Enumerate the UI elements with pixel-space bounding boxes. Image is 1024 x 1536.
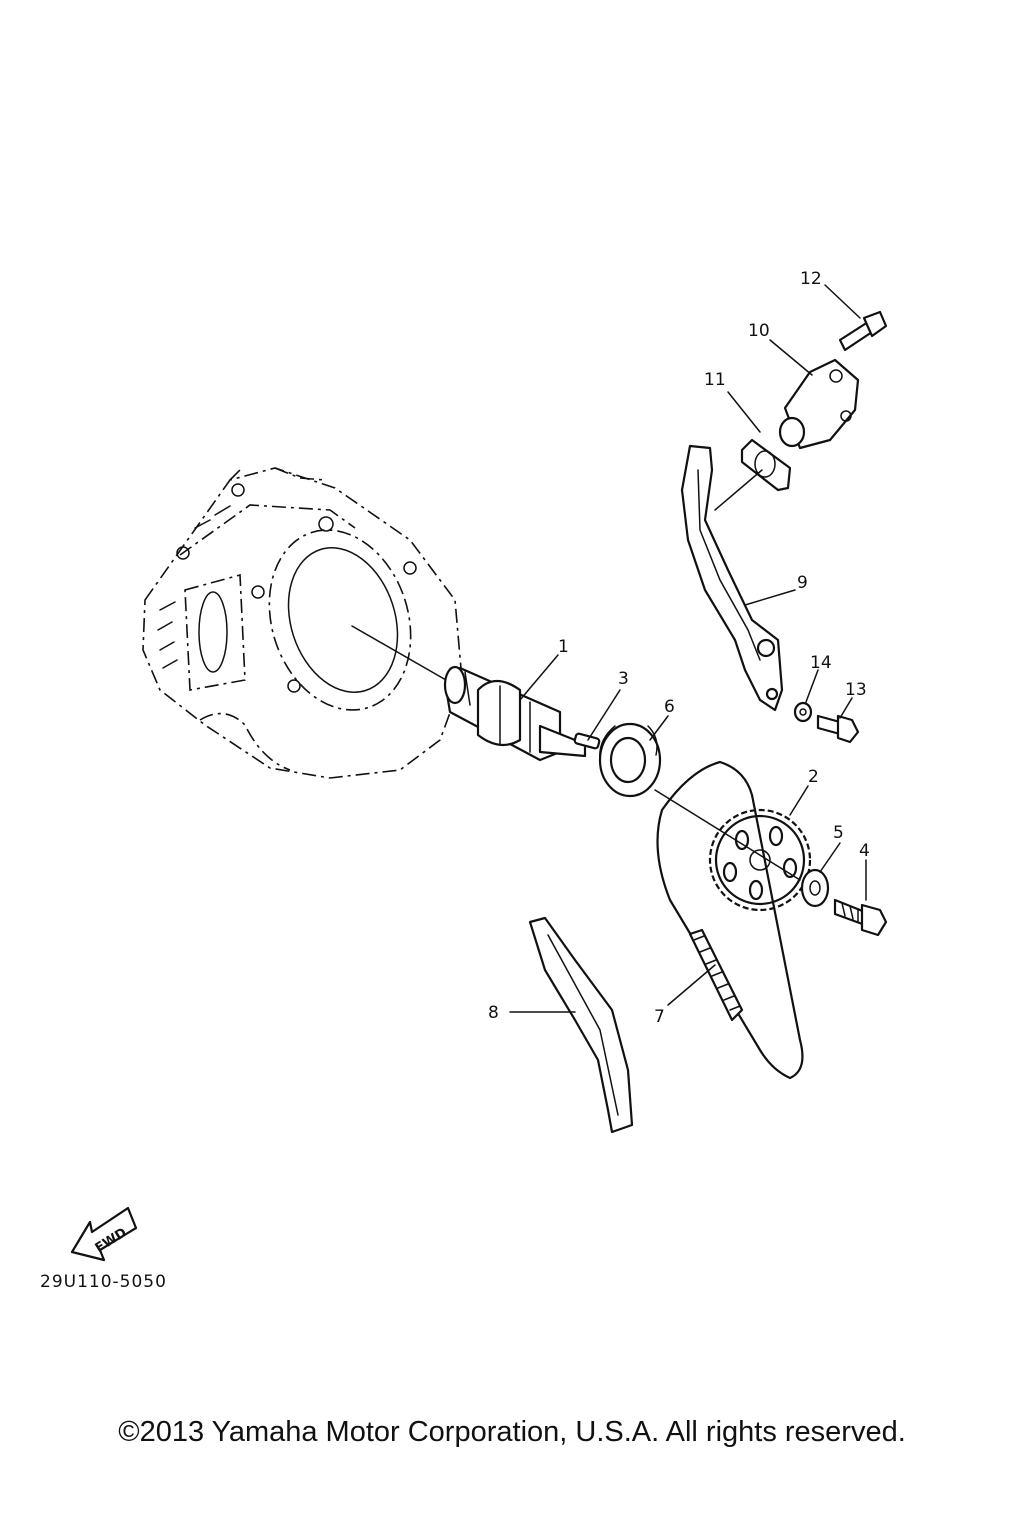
callout-10: 10 — [748, 321, 770, 341]
guide-washer — [793, 701, 813, 723]
callout-7: 7 — [654, 1007, 665, 1027]
cam-sprocket — [708, 808, 812, 912]
copyright-notice: ©2013 Yamaha Motor Corporation, U.S.A. A… — [118, 1416, 906, 1448]
diagram-code: 29U110-5050 — [40, 1272, 167, 1292]
callout-12: 12 — [800, 269, 822, 289]
callout-1: 1 — [558, 637, 569, 657]
callout-8: 8 — [488, 1003, 499, 1023]
timing-chain-detail — [688, 928, 744, 1022]
dowel-pin — [573, 732, 601, 750]
callout-4: 4 — [859, 841, 870, 861]
callout-11: 11 — [704, 370, 726, 390]
callout-9: 9 — [797, 573, 808, 593]
decompressor-ring — [598, 722, 662, 798]
callout-6: 6 — [664, 697, 675, 717]
guide-bolt — [816, 714, 860, 744]
cam-chain-tensioner — [778, 358, 860, 450]
tensioner-bolt — [838, 310, 888, 352]
camshaft — [443, 665, 587, 762]
cylinder-head-outline — [142, 467, 463, 779]
sprocket-bolt — [833, 898, 888, 937]
sprocket-axis-line — [654, 789, 801, 881]
forward-arrow-icon: FWD — [70, 1206, 138, 1262]
leader-gasket-to-guide — [714, 469, 763, 511]
callout-14: 14 — [810, 653, 832, 673]
washer — [800, 868, 830, 908]
callout-leaders — [509, 284, 867, 1013]
chain-guide — [528, 916, 634, 1134]
callout-5: 5 — [833, 823, 844, 843]
callout-2: 2 — [808, 767, 819, 787]
timing-chain-loop — [656, 760, 804, 1080]
tensioner-gasket — [740, 438, 792, 492]
leader-head-to-camshaft — [351, 625, 447, 681]
tensioner-guide — [680, 444, 784, 712]
callout-3: 3 — [618, 669, 629, 689]
callout-13: 13 — [845, 680, 867, 700]
